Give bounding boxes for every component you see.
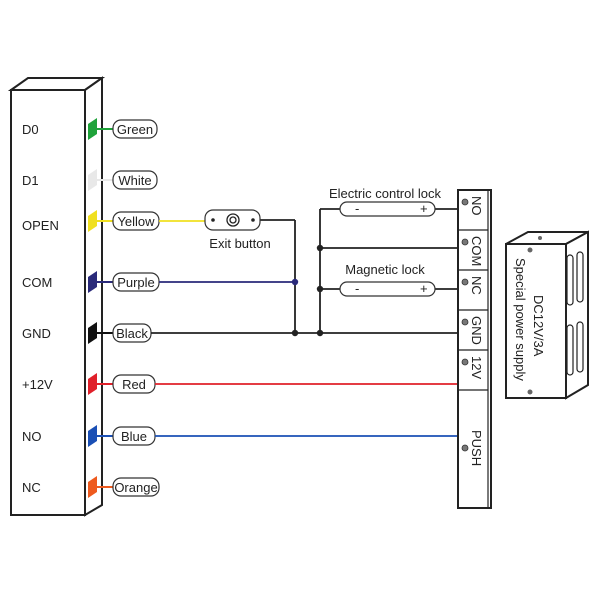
terminal-screw — [461, 444, 469, 452]
button-icon — [226, 213, 240, 227]
pin-d1: D1 White — [22, 169, 158, 191]
terminal-screw — [461, 198, 469, 206]
pin-d0: D0 Green — [22, 118, 158, 140]
wire-color-swatch — [88, 425, 97, 447]
terminal-label: 12V — [469, 356, 484, 379]
junction-dot — [291, 329, 299, 337]
wire-label-bubble — [112, 477, 160, 497]
power-terminal-block: NO COM NC GND 12V PUSH — [457, 189, 492, 509]
wire-color-swatch — [88, 169, 97, 191]
pin-label: GND — [22, 326, 51, 341]
pin-open: OPEN Yellow — [22, 210, 160, 233]
wire-label: Blue — [121, 429, 147, 444]
wire-color-swatch — [88, 373, 97, 395]
exit-button-label: Exit button — [209, 236, 270, 251]
wire-label: Black — [116, 326, 148, 341]
power-supply: Special power supply DC12V/3A — [505, 230, 589, 400]
svg-text:-: - — [355, 201, 359, 216]
access-controller — [7, 76, 106, 517]
electric-control-lock: Electric control lock - + — [329, 186, 441, 217]
wire-label-bubble — [112, 119, 158, 139]
wire-label: Red — [122, 377, 146, 392]
pin-label: OPEN — [22, 218, 59, 233]
terminal-screw — [461, 358, 469, 366]
pin-com: COM Purple — [22, 271, 160, 293]
pin-label: D1 — [22, 173, 39, 188]
power-supply-label: Special power supply — [513, 258, 528, 381]
electric-lock-label: Electric control lock — [329, 186, 441, 201]
magnetic-lock-label: Magnetic lock — [345, 262, 425, 277]
terminal-screw — [461, 318, 469, 326]
exit-button: Exit button — [204, 209, 271, 251]
pin-gnd: GND Black — [22, 322, 152, 344]
terminal-label: NC — [469, 276, 484, 295]
junction-dot — [291, 278, 299, 286]
terminal-label: NO — [469, 196, 484, 216]
wire-label: Purple — [117, 275, 155, 290]
wire-color-swatch — [88, 271, 97, 293]
pin-label: COM — [22, 275, 52, 290]
wire-color-swatch — [88, 476, 97, 498]
terminal-screw — [461, 238, 469, 246]
pin-label: NC — [22, 480, 41, 495]
wire-label: Orange — [114, 480, 157, 495]
wire-color-swatch — [88, 210, 97, 232]
pin-label: D0 — [22, 122, 39, 137]
wire-color-swatch — [88, 322, 97, 344]
terminal-label: PUSH — [469, 430, 484, 466]
wire-label: White — [118, 173, 151, 188]
pin-label: NO — [22, 429, 42, 444]
terminal-label: GND — [469, 316, 484, 345]
wire-label: Yellow — [117, 214, 155, 229]
wire-label-bubble — [112, 170, 158, 190]
terminal-screw — [461, 278, 469, 286]
pin-no: NO Blue — [22, 425, 156, 447]
junction-dot — [316, 285, 324, 293]
power-supply-rating: DC12V/3A — [531, 295, 546, 357]
svg-text:+: + — [420, 281, 428, 296]
wire-color-swatch — [88, 118, 97, 140]
magnetic-lock: Magnetic lock - + — [339, 262, 436, 297]
wire-label: Green — [117, 122, 153, 137]
svg-text:-: - — [355, 281, 359, 296]
terminal-label: COM — [469, 236, 484, 266]
svg-text:+: + — [420, 201, 428, 216]
pin-label: +12V — [22, 377, 53, 392]
pin-12v: +12V Red — [22, 373, 156, 395]
junction-dot — [316, 244, 324, 252]
pin-nc: NC Orange — [22, 476, 160, 498]
